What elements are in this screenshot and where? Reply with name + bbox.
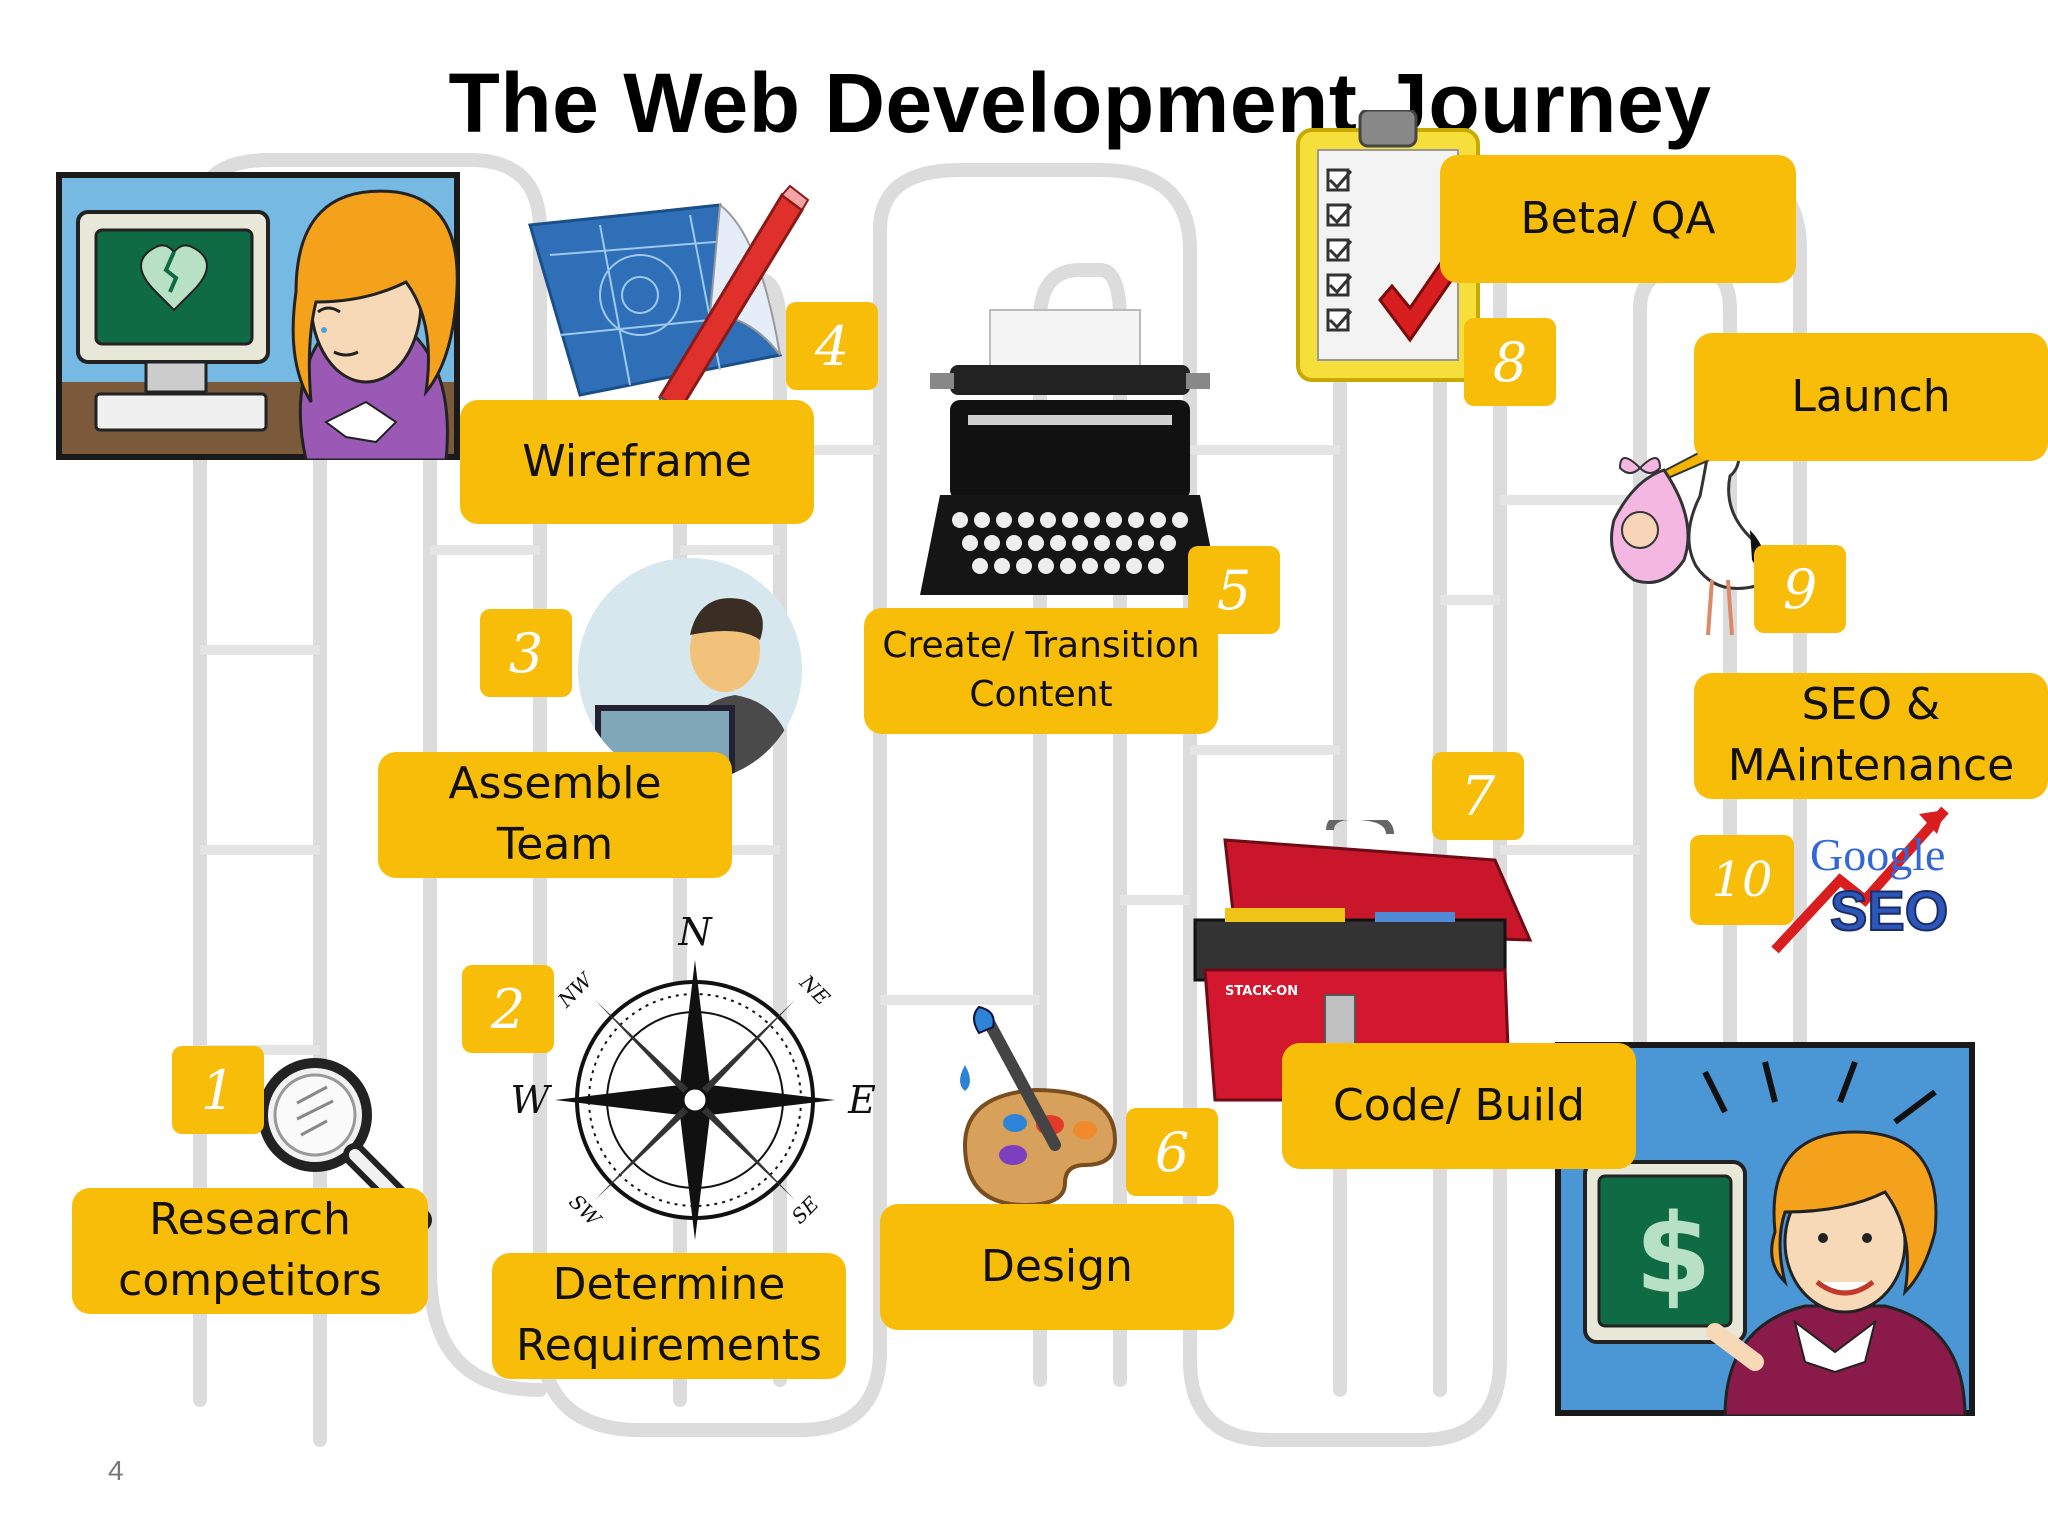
step-5-number: 5: [1188, 546, 1280, 634]
compass-rose-icon: N S E W NE NW SE SW: [510, 910, 876, 1294]
compass-se-label: SE: [787, 1191, 824, 1228]
step-2-label: Determine Requirements: [492, 1253, 846, 1379]
step-9-number: 9: [1754, 545, 1846, 633]
google-seo-icon: Google SEO: [1771, 806, 1949, 954]
blueprint-pencil-icon: [528, 185, 810, 435]
compass-ne-label: NE: [794, 970, 835, 1011]
compass-n-label: N: [677, 910, 713, 954]
step-4-number: 4: [786, 302, 878, 390]
step-7-number: 7: [1432, 752, 1524, 840]
step-1-label: Research competitors: [72, 1188, 428, 1314]
step-3-number: 3: [480, 609, 572, 697]
step-3-label: Assemble Team: [378, 752, 732, 878]
compass-nw-label: NW: [552, 967, 598, 1013]
page-number: 4: [108, 1455, 124, 1486]
slide-title: The Web Development Journey: [448, 56, 1712, 150]
paint-palette-icon: [960, 1005, 1118, 1205]
compass-e-label: E: [847, 1078, 876, 1122]
step-1-number: 1: [172, 1046, 264, 1134]
typewriter-icon: [920, 309, 1220, 595]
step-2-number: 2: [462, 965, 554, 1053]
step-8-label: Beta/ QA: [1440, 155, 1796, 283]
toolbox-brand-text: STACK-ON: [1225, 984, 1298, 999]
step-10-label: SEO & MAintenance: [1694, 673, 2048, 799]
step-6-number: 6: [1126, 1108, 1218, 1196]
dollar-sign-icon: $: [1635, 1190, 1712, 1318]
step-8-number: 8: [1464, 318, 1556, 406]
step-9-label: Launch: [1694, 333, 2048, 461]
compass-sw-label: SW: [564, 1189, 606, 1231]
step-10-number: 10: [1690, 835, 1794, 925]
step-5-label: Create/ Transition Content: [864, 608, 1218, 734]
step-6-label: Design: [880, 1204, 1234, 1330]
designer-avatar-icon: [578, 558, 802, 782]
step-7-label: Code/ Build: [1282, 1043, 1636, 1169]
compass-w-label: W: [510, 1078, 552, 1122]
step-4-label: Wireframe: [460, 400, 814, 524]
frustrated-user-illustration: [56, 172, 460, 460]
seo-wordmark: SEO: [1830, 879, 1948, 942]
google-wordmark: Google: [1810, 829, 1945, 880]
